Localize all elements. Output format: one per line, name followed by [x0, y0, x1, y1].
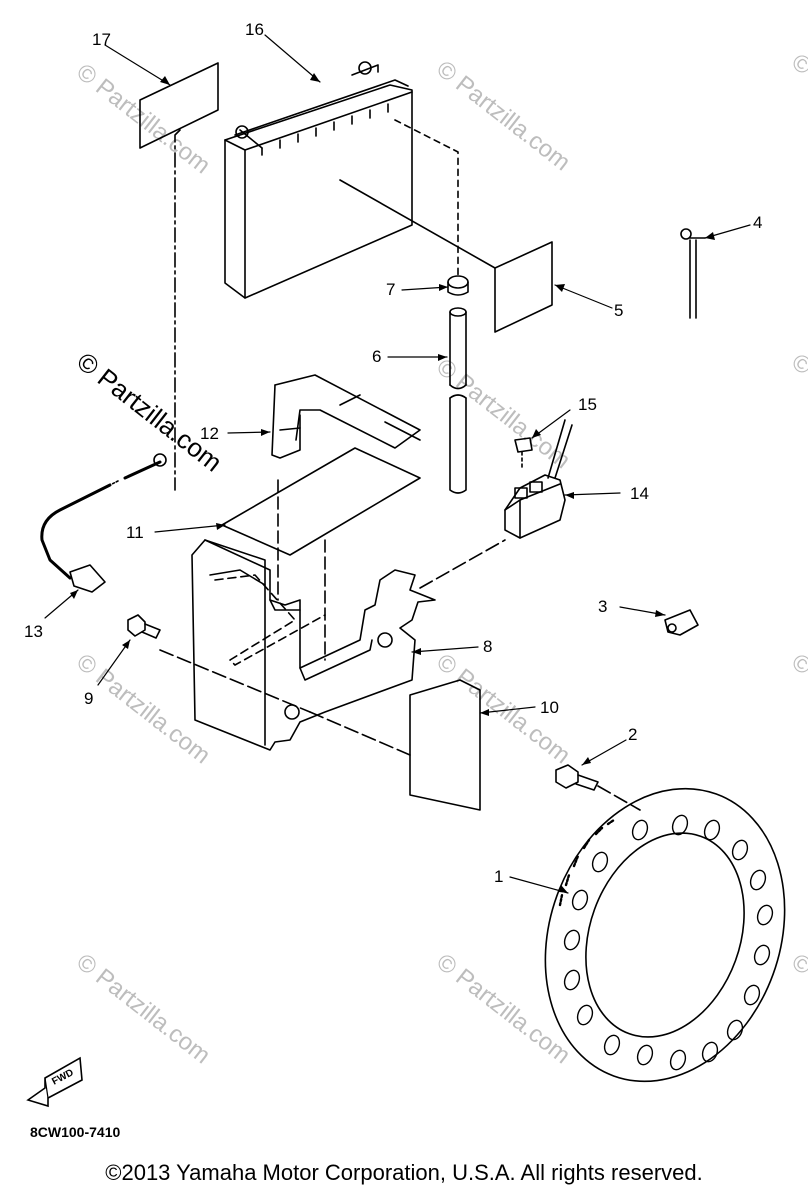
label-5: [339, 179, 553, 333]
rotor-holes: [563, 814, 774, 1071]
watermark: © Partzilla.com: [71, 948, 215, 1069]
callout-5[interactable]: 5: [614, 301, 623, 320]
callout-8[interactable]: 8: [483, 637, 492, 656]
watermark: © Partzilla.com: [786, 348, 808, 469]
callout-4[interactable]: 4: [753, 213, 762, 232]
callout-17[interactable]: 17: [92, 30, 111, 49]
callout-1[interactable]: 1: [494, 867, 503, 886]
pipe-clip-7: [447, 275, 469, 296]
leader-arrowheads: [70, 73, 715, 893]
watermark: © Partzilla.com: [786, 48, 808, 169]
callout-16[interactable]: 16: [245, 20, 264, 39]
label-10: [309, 679, 481, 811]
callout-14[interactable]: 14: [630, 484, 649, 503]
breather-pipe-6: [449, 307, 467, 494]
fwd-arrow-icon: FWD: [26, 1056, 83, 1108]
callout-6[interactable]: 6: [372, 347, 381, 366]
leader-lines: [44, 34, 751, 894]
battery-box-8: [191, 539, 436, 751]
callout-7[interactable]: 7: [386, 280, 395, 299]
callout-12[interactable]: 12: [200, 424, 219, 443]
bolt-2: [555, 764, 641, 811]
callout-9[interactable]: 9: [84, 689, 93, 708]
callout-10[interactable]: 10: [540, 698, 559, 717]
starter-relay-14: [504, 419, 573, 539]
watermark: © Partzilla.com: [431, 55, 575, 176]
callout-2[interactable]: 2: [628, 725, 637, 744]
disc-rotor-1: [544, 787, 786, 1083]
callout-13[interactable]: 13: [24, 622, 43, 641]
battery-band-12: [271, 374, 421, 459]
screw-15: [514, 437, 533, 471]
callout-11[interactable]: 11: [126, 523, 144, 542]
label-17: [139, 62, 219, 149]
watermark: © Partzilla.com: [71, 58, 215, 179]
callout-15[interactable]: 15: [578, 395, 597, 414]
callout-numbers: 17 16 4 5 7 6 12 15 14 11 13 3 8 9 10 2 …: [24, 20, 762, 886]
diagram-part-code: 8CW100-7410: [30, 1124, 120, 1140]
callout-3[interactable]: 3: [598, 597, 607, 616]
clamp-4: [680, 228, 706, 319]
watermark: © Partzilla.com: [786, 948, 808, 1069]
watermark: © Partzilla.com: [786, 648, 808, 769]
bolt-9: [127, 614, 311, 713]
lead-wire-13: [40, 453, 167, 593]
watermark-layer: © Partzilla.com © Partzilla.com © Partzi…: [71, 48, 808, 1069]
clip-3: [664, 609, 699, 636]
watermark-dark: © Partzilla.com: [71, 346, 228, 478]
battery-16: [224, 61, 413, 299]
cover-11: [221, 447, 421, 556]
copyright-notice: ©2013 Yamaha Motor Corporation, U.S.A. A…: [105, 1160, 703, 1185]
